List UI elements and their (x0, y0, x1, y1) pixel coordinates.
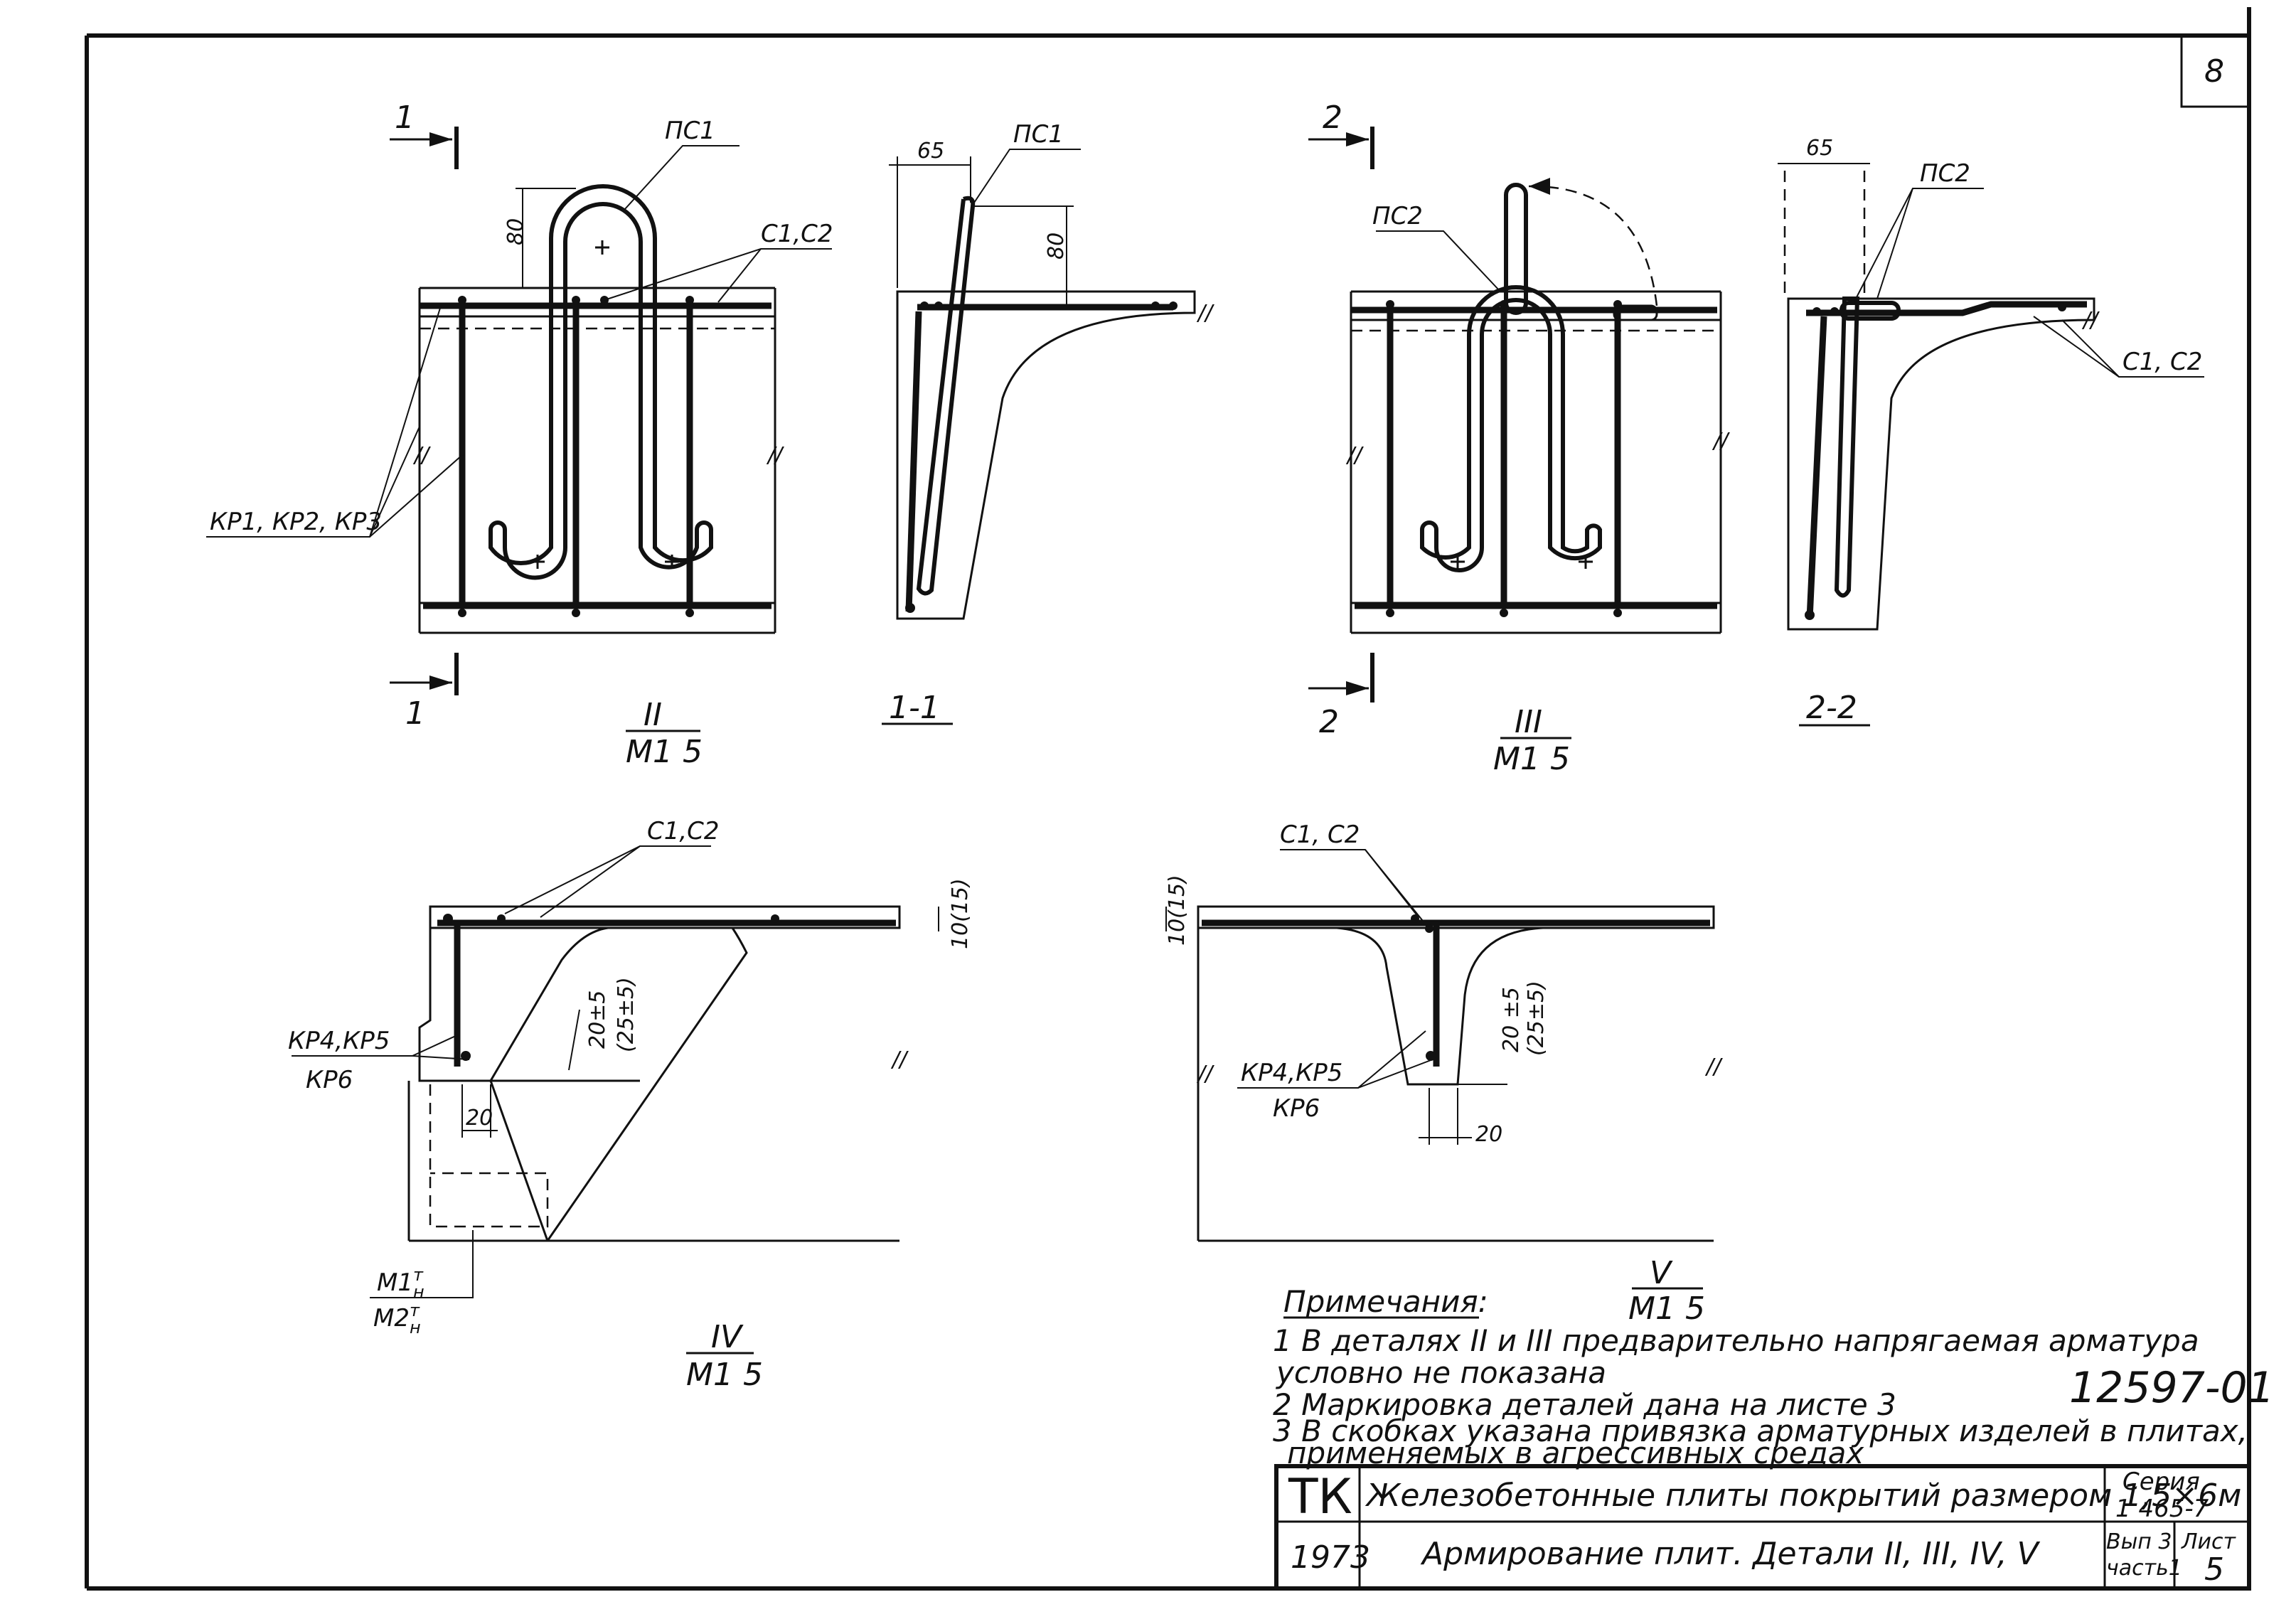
detail-V: 10(15) // // 20 ±5 (25±5) 20 С1, С2 КР4,… (1165, 821, 1723, 1327)
dim-cover-alt-detail-IV: (25±5) (614, 977, 639, 1052)
caption-detail-V-num: V (1650, 1255, 1673, 1291)
caption-detail-V-scale: М1 5 (1628, 1291, 1705, 1327)
sheet-label: Лист (2181, 1529, 2237, 1554)
label-ps1-section-1-1: ПС1 (1013, 120, 1064, 149)
notes: Примечания: 1 В деталях II и III предвар… (1273, 1284, 2275, 1470)
series-value: 1 465-7 (2115, 1495, 2209, 1523)
series-label: Серия (2123, 1468, 2200, 1496)
break-mark: // (1712, 429, 1730, 454)
note-line-3: 2 Маркировка деталей дана на листе 3 (1273, 1387, 1896, 1422)
label-ps2-detail-III: ПС2 (1372, 202, 1423, 230)
detail-IV: 10(15) // 20±5 (25±5) 20 С1,С2 КР4,КР5 К… (288, 817, 973, 1393)
issue-label: Вып 3 (2106, 1529, 2172, 1554)
title-org: ТК (1288, 1469, 1352, 1525)
label-ps2-section-2-2: ПС2 (1920, 159, 1970, 188)
section-mark-2-top: 2 (1323, 100, 1342, 136)
section-mark-1-bottom: 1 (405, 695, 425, 732)
break-mark: // (412, 443, 431, 468)
caption-detail-IV-scale: М1 5 (686, 1357, 763, 1393)
label-kr45-detail-IV: КР4,КР5 (288, 1027, 390, 1055)
label-c1c2-detail-II: С1,С2 (761, 220, 833, 248)
break-mark: // (1704, 1054, 1723, 1079)
sheet-frame: 8 (85, 7, 2251, 1591)
break-mark: // (1196, 1062, 1214, 1086)
label-kr45-detail-V: КР4,КР5 (1241, 1059, 1342, 1087)
sheet-value: 5 (2204, 1551, 2224, 1588)
title-main: Железобетонные плиты покрытий размером 1… (1365, 1478, 2241, 1514)
note-line-2: условно не показана (1275, 1355, 1606, 1390)
caption-detail-II-scale: М1 5 (626, 734, 703, 770)
dim-cover-detail-V: 20 ±5 (1499, 987, 1524, 1052)
caption-detail-III-num: III (1515, 704, 1542, 740)
label-kr6-detail-V: КР6 (1273, 1094, 1320, 1123)
label-c1c2-detail-V: С1, С2 (1280, 821, 1360, 849)
label-kr-detail-II: КР1, КР2, КР3 (210, 508, 382, 536)
issue-part: часть1 (2106, 1556, 2182, 1581)
title-block: ТК 1973 Железобетонные плиты покрытий ра… (1274, 1464, 2251, 1591)
dim-65-section-1-1: 65 (917, 139, 944, 164)
note-line-1: 1 В деталях II и III предварительно напр… (1273, 1323, 2199, 1358)
title-year: 1973 (1291, 1539, 1370, 1576)
label-c1c2-detail-IV: С1,С2 (647, 817, 720, 845)
title-sub: Армирование плит. Детали II, III, IV, V (1420, 1536, 2041, 1572)
dim-cover-alt-detail-V: (25±5) (1524, 981, 1549, 1056)
notes-heading: Примечания: (1283, 1284, 1488, 1319)
section-mark-1-top: 1 (395, 100, 415, 136)
dim-cover-detail-IV: 20±5 (585, 990, 610, 1049)
dim-20-detail-IV: 20 (466, 1106, 493, 1131)
section-2-2: 65 ПС2 С1, С2 // 2-2 (1778, 136, 2204, 727)
dim-thickness-detail-V: 10(15) (1165, 875, 1190, 946)
dim-thickness-detail-IV: 10(15) (948, 878, 973, 949)
label-kr6-detail-IV: КР6 (306, 1066, 353, 1094)
break-mark: // (2081, 308, 2100, 333)
section-mark-2-bottom: 2 (1319, 704, 1339, 740)
caption-detail-II-num: II (644, 697, 662, 733)
break-mark: // (1345, 443, 1364, 468)
dim-20-detail-V: 20 (1475, 1122, 1502, 1147)
label-ps1-detail-II: ПС1 (665, 117, 715, 145)
label-c1c2-section-2-2: С1, С2 (2123, 348, 2202, 376)
dim-65-section-2-2: 65 (1806, 136, 1833, 161)
detail-II: 1 1 80 (206, 100, 833, 770)
caption-detail-IV-num: IV (711, 1319, 744, 1355)
caption-section-2-2: 2-2 (1806, 690, 1857, 726)
page-number: 8 (2204, 53, 2224, 90)
break-mark: // (766, 443, 784, 468)
break-mark: // (1196, 301, 1214, 326)
section-1-1: 65 80 ПС1 // 1-1 (882, 120, 1214, 726)
caption-section-1-1: 1-1 (889, 690, 940, 726)
break-mark: // (890, 1047, 909, 1072)
note-line-4: 3 В скобках указана привязка арматурных … (1273, 1414, 2248, 1448)
detail-III: 2 2 ПС2 // // III М1 5 (1308, 100, 1730, 777)
dim-80-detail-II: 80 (503, 218, 528, 245)
drawing-number: 12597-01 (2069, 1363, 2275, 1413)
caption-detail-III-scale: М1 5 (1493, 741, 1570, 777)
dim-80-section-1-1: 80 (1044, 233, 1069, 260)
